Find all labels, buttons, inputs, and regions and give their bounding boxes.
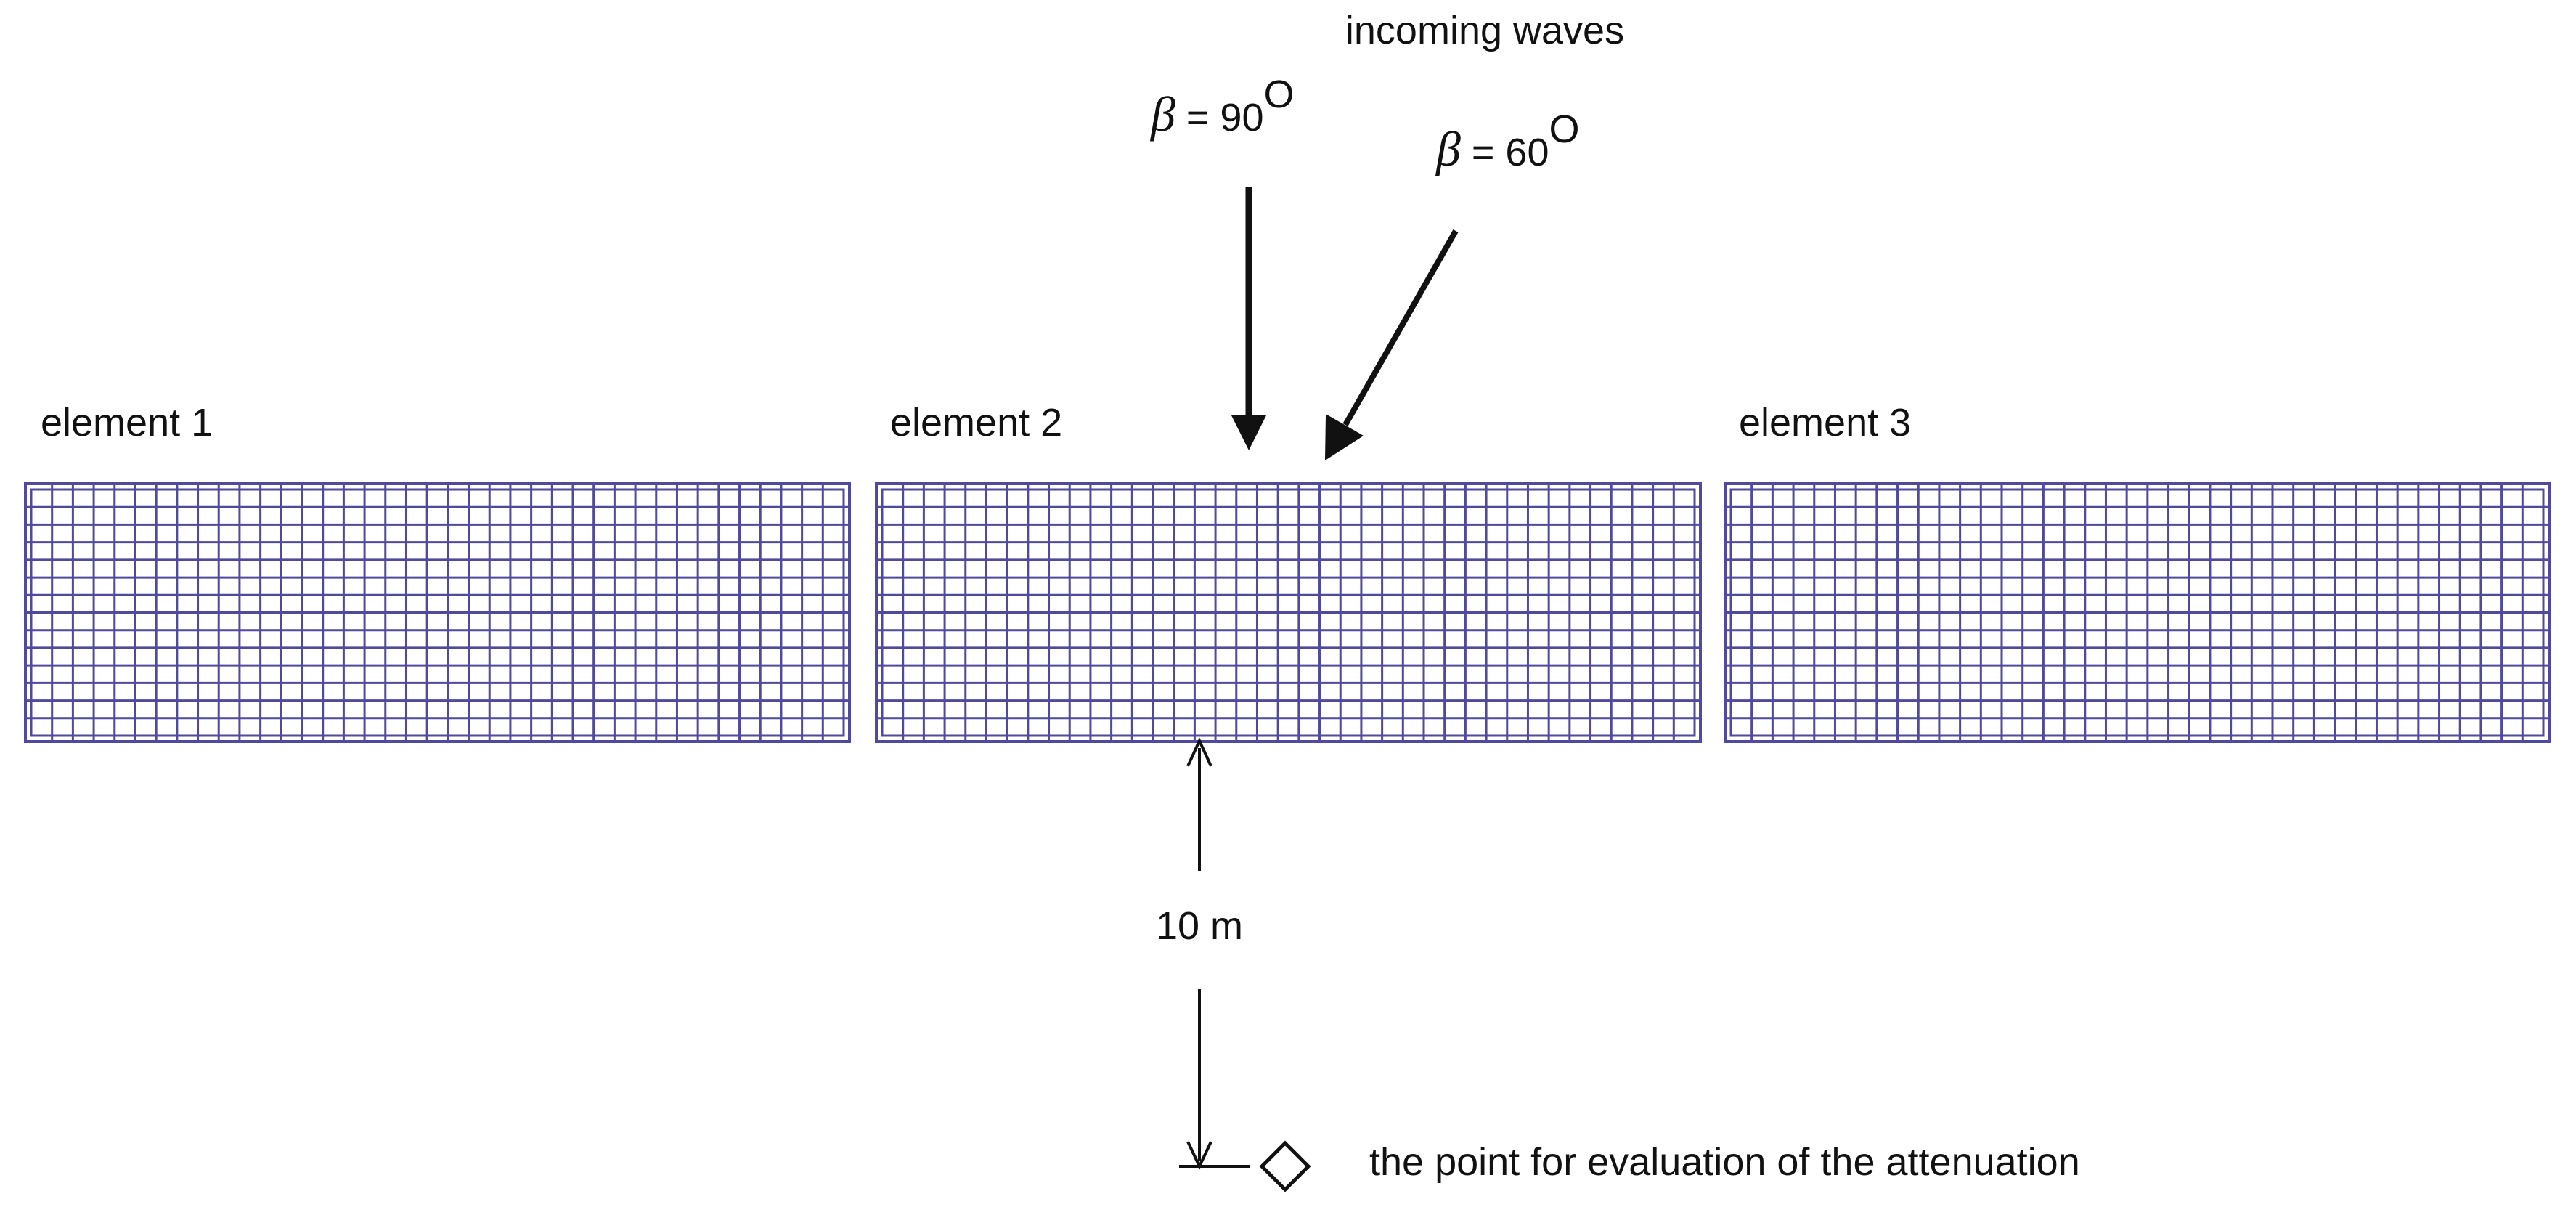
angle-label-60: β = 60O	[1435, 107, 1580, 176]
wave-arrow-90-head	[1231, 415, 1266, 450]
wave-arrow-60-head	[1325, 414, 1364, 460]
beta-symbol: β	[1435, 121, 1461, 176]
distance-arrow-up-head	[1186, 737, 1212, 767]
angle-label-60-text: β = 60O	[1435, 107, 1580, 176]
element-1-label: element 1	[41, 401, 213, 444]
angle-value: = 90	[1175, 96, 1264, 139]
element-2-mesh	[875, 482, 1702, 743]
evaluation-point-label: the point for evaluation of the attenuat…	[1369, 1140, 2080, 1184]
angle-label-90-text: β = 90O	[1149, 73, 1295, 142]
beta-symbol: β	[1149, 86, 1175, 142]
wave-arrow-60-shaft	[1342, 229, 1459, 426]
wave-arrow-90	[1231, 187, 1266, 450]
angle-label-90: β = 90O	[1149, 73, 1295, 142]
incoming-waves-label: incoming waves	[1345, 9, 1624, 52]
distance-dimension: 10 m	[1156, 737, 1250, 1170]
element-1-mesh	[24, 482, 851, 743]
evaluation-point-marker	[1259, 1140, 1311, 1192]
element-3-mesh	[1724, 482, 2551, 743]
distance-label: 10 m	[1156, 904, 1243, 948]
element-2-label: element 2	[890, 401, 1062, 444]
wave-arrow-60	[1325, 229, 1459, 460]
degree-superscript: O	[1549, 107, 1579, 151]
degree-superscript: O	[1263, 73, 1294, 116]
element-3-label: element 3	[1739, 401, 1911, 444]
angle-value: = 60	[1461, 131, 1549, 174]
